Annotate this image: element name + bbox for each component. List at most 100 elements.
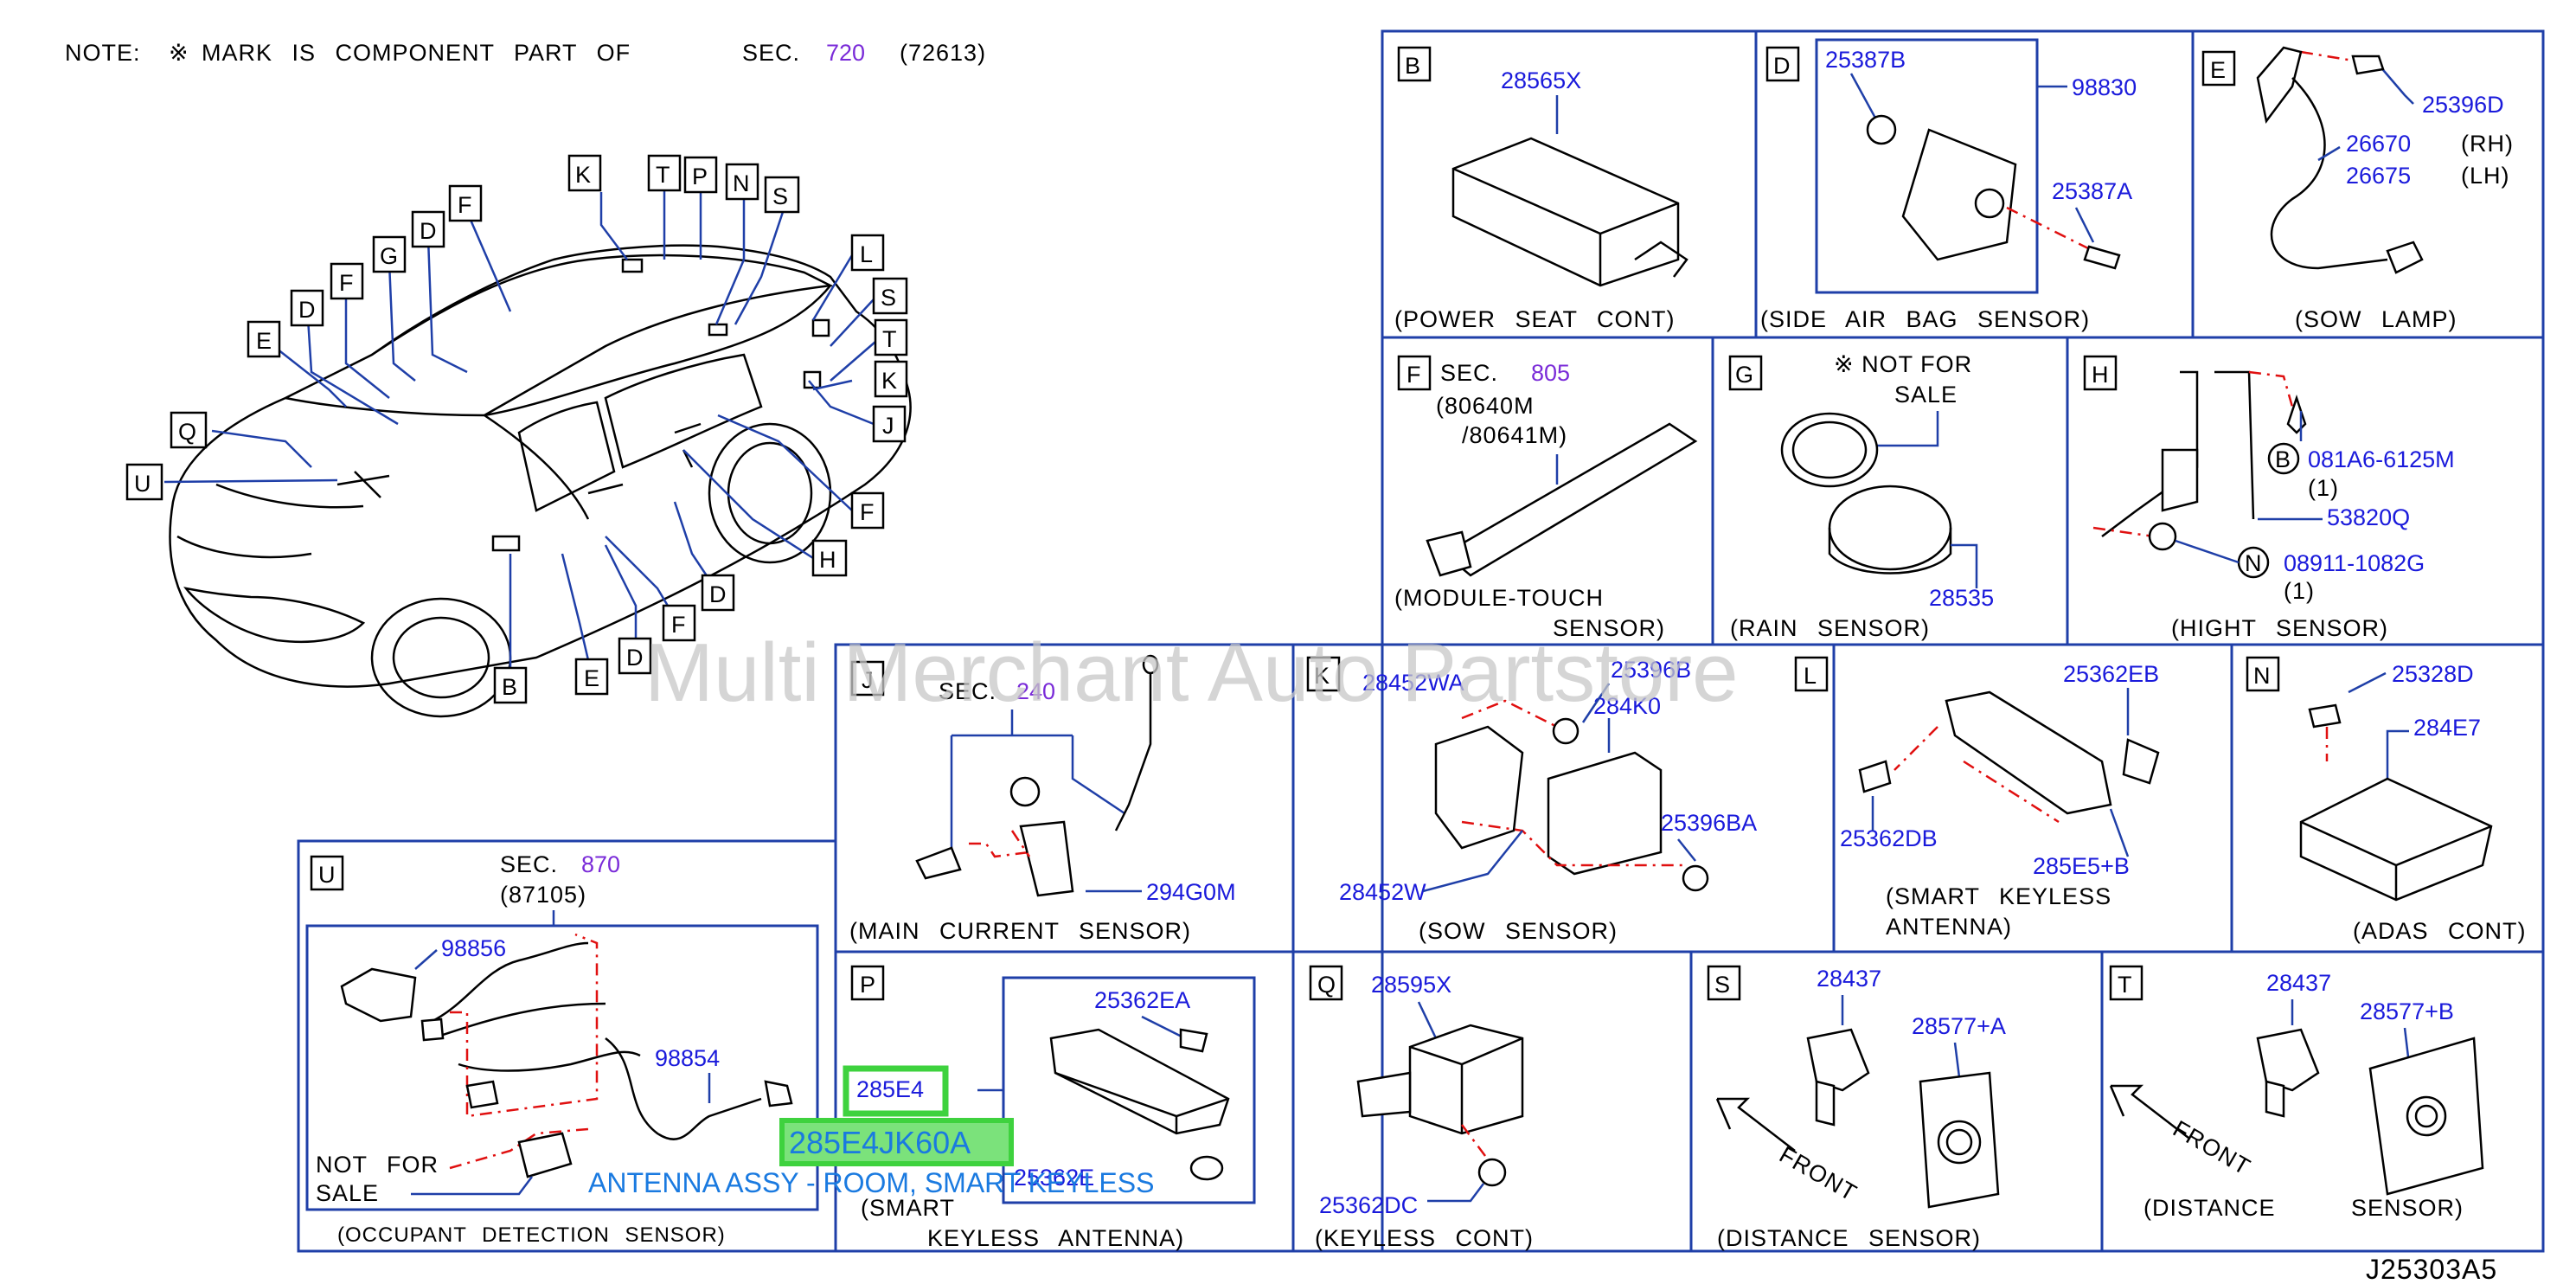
part-25396BA[interactable]: 25396BA [1661,810,1757,836]
part-285E4[interactable]: 285E4 [856,1076,924,1102]
svg-text:L: L [860,241,873,267]
svg-text:F: F [458,192,472,218]
panel-T-letter: T [2118,972,2132,998]
part-98854[interactable]: 98854 [655,1045,720,1071]
panel-F-ref2: /80641M) [1462,422,1567,448]
part-28535[interactable]: 28535 [1929,585,1994,611]
part-08911-1082G[interactable]: 08911-1082G [2284,550,2425,576]
panel-U-note2: SALE [316,1180,379,1206]
part-28452WA[interactable]: 28452WA [1362,670,1464,696]
panel-Q: Q 28595X 25362DC (KEYLESS CONT) [1309,965,1533,1251]
qty-1a: (1) [2308,475,2339,501]
part-98856[interactable]: 98856 [441,935,506,961]
part-26670[interactable]: 26670 [2346,131,2411,157]
svg-text:E: E [584,665,599,691]
overview-label-K2[interactable]: K [874,360,908,398]
panel-S-letter: S [1714,972,1730,998]
overview-label-E2[interactable]: E [574,658,609,696]
part-28577-B[interactable]: 28577+B [2360,998,2454,1024]
svg-text:G: G [380,243,398,269]
overview-label-S[interactable]: S [764,176,800,214]
caption-smart-keyless-antenna-L2: ANTENNA) [1886,914,2012,940]
overview-label-D4[interactable]: D [618,637,652,675]
svg-text:K: K [575,162,591,188]
part-25396B[interactable]: 25396B [1611,657,1691,683]
note-RH: (RH) [2461,131,2514,157]
overview-label-G[interactable]: G [372,235,407,273]
part-25387A[interactable]: 25387A [2052,178,2132,204]
overview-label-F4[interactable]: F [662,604,696,642]
overview-label-U[interactable]: U [125,463,163,501]
panel-K: K 28452WA 25396B 284K0 25396BA 28452W (S… [1306,656,1757,944]
panel-D: D 25387B 98830 25387A (SIDE AIR BAG SENS… [1760,38,2137,332]
caption-sow-lamp: (SOW LAMP) [2295,306,2457,332]
part-25362E[interactable]: 25362E [1014,1165,1094,1191]
caption-side-air-bag-sensor: (SIDE AIR BAG SENSOR) [1760,306,2090,332]
part-26675[interactable]: 26675 [2346,163,2411,189]
panel-J: J SEC. 240 294G0M (MAIN CURRENT SENSOR) [849,654,1236,944]
panel-J-sec-label: SEC. [939,678,996,704]
caption-distance-sensor-T2: SENSOR) [2351,1195,2464,1221]
note-prefix: NOTE: [65,40,141,66]
part-28452W[interactable]: 28452W [1339,879,1426,905]
panel-U-sec-number[interactable]: 870 [581,851,620,877]
svg-text:D: D [420,218,437,244]
part-28437-T[interactable]: 28437 [2266,970,2331,996]
part-28437-S[interactable]: 28437 [1817,966,1881,992]
part-28595X[interactable]: 28595X [1371,972,1451,998]
svg-text:F: F [671,612,686,638]
part-25387B[interactable]: 25387B [1825,47,1906,73]
panel-U-sec-label: SEC. [500,851,558,877]
panel-F-ref1: (80640M [1436,393,1535,419]
overview-label-T2[interactable]: T [874,318,908,356]
overview-label-D2[interactable]: D [290,289,324,327]
part-25362DB[interactable]: 25362DB [1840,825,1938,851]
overview-label-L[interactable]: L [850,234,885,272]
overview-label-T[interactable]: T [647,154,682,192]
panel-G: G ※ NOT FOR SALE 28535 (RAIN SENSOR) [1728,351,1994,641]
overview-label-E[interactable]: E [247,320,281,358]
caption-power-seat-cont: (POWER SEAT CONT) [1394,306,1676,332]
part-25396D[interactable]: 25396D [2422,92,2504,118]
overview-label-F2[interactable]: F [330,262,364,300]
part-98830[interactable]: 98830 [2072,74,2137,100]
panel-H: H B 081A6-6125M (1) 53820Q N 08911-1082G… [2083,355,2455,641]
highlight-part-number[interactable]: 285E4JK60A [789,1125,971,1160]
part-28577-A[interactable]: 28577+A [1912,1013,2006,1039]
panel-P-letter: P [860,972,875,998]
note-sec-number[interactable]: 720 [826,40,865,66]
panel-F-sec-number[interactable]: 805 [1531,360,1570,386]
overview-label-H[interactable]: H [811,539,848,577]
overview-label-D3[interactable]: D [701,574,735,612]
part-284K0[interactable]: 284K0 [1593,693,1661,719]
part-53820Q[interactable]: 53820Q [2327,504,2410,530]
qty-1b: (1) [2284,578,2315,604]
front-label-S: FRONT [1775,1141,1862,1206]
part-294G0M[interactable]: 294G0M [1146,879,1236,905]
part-25362DC[interactable]: 25362DC [1319,1192,1418,1218]
panel-J-sec-number[interactable]: 240 [1016,678,1055,704]
svg-text:J: J [882,413,894,439]
panel-G-letter: G [1735,362,1753,388]
overview-label-J[interactable]: J [872,405,907,443]
caption-smart-keyless-antenna-P2: KEYLESS ANTENNA) [927,1225,1184,1251]
watermark: Multi Merchant Auto Partstore [644,626,1739,719]
overview-label-D[interactable]: D [411,210,445,248]
part-081A6-6125M[interactable]: 081A6-6125M [2308,446,2455,472]
overview-label-B[interactable]: B [493,666,528,704]
part-25362EB[interactable]: 25362EB [2063,661,2159,687]
overview-label-Q[interactable]: Q [170,411,208,449]
caption-rain-sensor: (RAIN SENSOR) [1730,615,1930,641]
overview-label-S2[interactable]: S [872,277,908,315]
overview-label-K[interactable]: K [567,154,602,192]
overview-label-P[interactable]: P [683,156,718,194]
panel-H-letter: H [2092,362,2109,388]
overview-label-N[interactable]: N [725,163,759,201]
overview-label-F3[interactable]: F [850,491,885,530]
part-284E7[interactable]: 284E7 [2413,715,2481,741]
part-25362EA[interactable]: 25362EA [1094,987,1190,1013]
part-25328D[interactable]: 25328D [2392,661,2474,687]
overview-label-F[interactable]: F [448,184,483,222]
part-285E5-B[interactable]: 285E5+B [2033,853,2130,879]
part-28565X[interactable]: 28565X [1501,67,1581,93]
